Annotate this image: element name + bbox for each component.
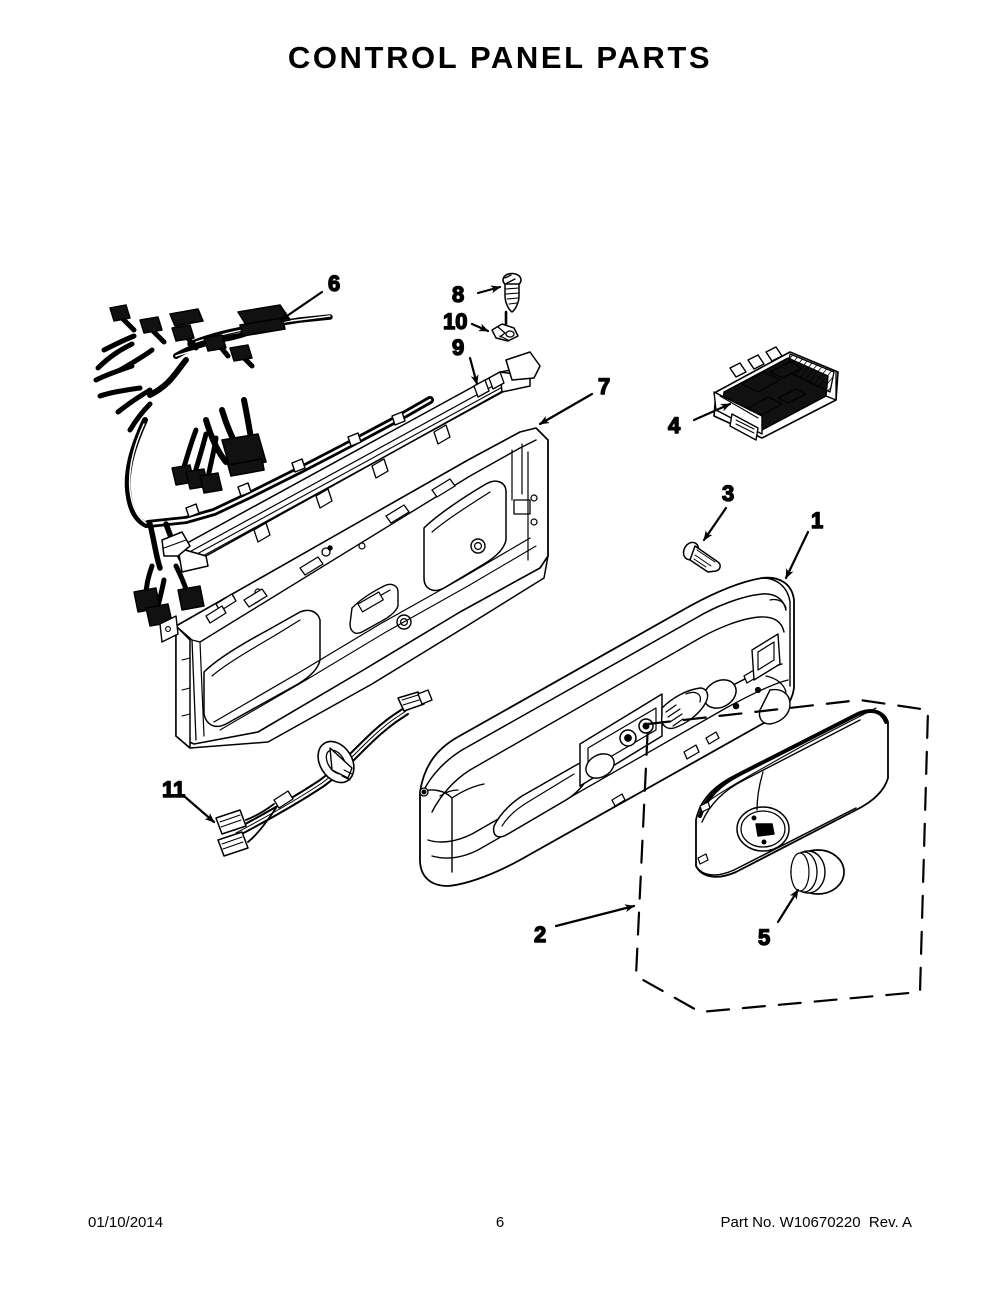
callout-label-7: 7: [598, 374, 610, 399]
part-retainer-clip: [491, 323, 519, 342]
part-wire-harness-secondary: [215, 689, 433, 857]
part-console-assembly: [419, 576, 795, 887]
callout-label-10: 10: [443, 309, 467, 334]
page-footer: 01/10/2014 6 Part No. W10670220 Rev. A: [0, 1214, 1000, 1234]
callout-label-3: 3: [722, 481, 734, 506]
part-knob: [790, 849, 845, 895]
callout-label-5: 5: [758, 925, 770, 950]
callout-label-2: 2: [534, 922, 546, 947]
part-control-board: [713, 346, 839, 441]
callout-label-1: 1: [811, 508, 823, 533]
callout-label-11: 11: [162, 777, 185, 802]
callout-label-6: 6: [328, 271, 340, 296]
callout-label-8: 8: [452, 282, 464, 307]
footer-date: 01/10/2014: [88, 1214, 164, 1231]
part-screw-small: [502, 272, 522, 313]
page-title: CONTROL PANEL PARTS: [287, 40, 713, 75]
part-screw: [682, 541, 721, 573]
part-wire-harness-main: [93, 304, 434, 627]
footer-page-number: 6: [495, 1214, 505, 1231]
callout-label-9: 9: [452, 335, 464, 360]
part-control-panel-face: [695, 707, 889, 878]
part-rear-panel: [159, 351, 549, 749]
callout-label-4: 4: [668, 413, 681, 438]
footer-part-number: Part No. W10670220 Rev. A: [720, 1214, 913, 1231]
